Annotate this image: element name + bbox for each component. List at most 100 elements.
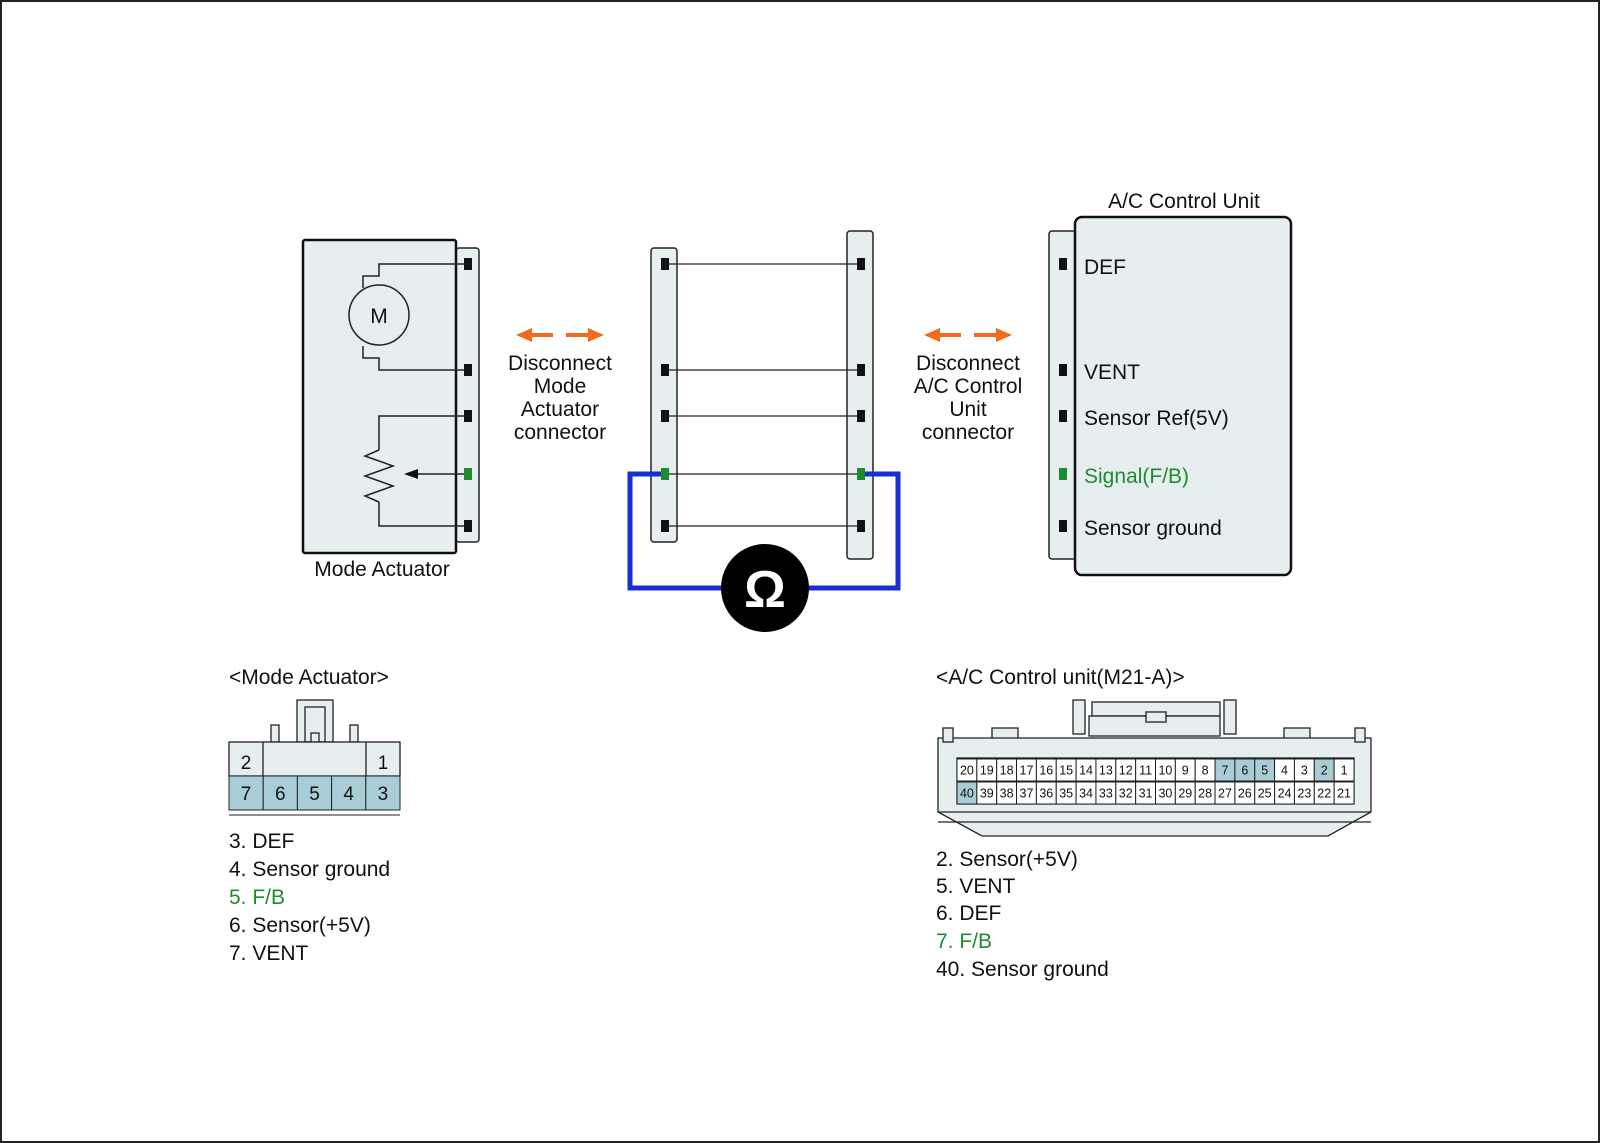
- mode-actuator-label: Mode Actuator: [314, 558, 449, 581]
- ac-unit-pin-signal: [1059, 468, 1067, 480]
- ac-pin-23: 23: [1293, 781, 1315, 805]
- mode-legend-item: 7. VENT: [229, 942, 309, 965]
- harness-pin: [661, 410, 669, 422]
- ac-pin-25: 25: [1254, 781, 1276, 805]
- ac-pin-28-label: 28: [1198, 787, 1212, 801]
- ac-pin-3-label: 3: [1301, 764, 1308, 778]
- meter-lead-left: [627, 471, 740, 591]
- mode-pin-4: 4: [331, 775, 367, 811]
- motor-label: M: [370, 305, 388, 328]
- ac-unit-pin: [1059, 258, 1067, 270]
- meter-lead-right: [790, 471, 901, 591]
- ac-pin-23-label: 23: [1297, 787, 1311, 801]
- mode-connector-title: <Mode Actuator>: [229, 666, 389, 689]
- ac-pin-10-label: 10: [1158, 764, 1172, 778]
- ac-legend-item: 5. VENT: [936, 875, 1016, 898]
- harness-pin-signal: [857, 468, 865, 480]
- mode-connector-top-row: [228, 741, 401, 777]
- mode-actuator: M Mode Actuator: [301, 238, 480, 581]
- ac-pin-34: 34: [1075, 781, 1097, 805]
- ohmmeter-icon: Ω: [721, 544, 809, 632]
- ac-pin-36: 36: [1035, 781, 1057, 805]
- ac-pin-17: 17: [1016, 758, 1037, 782]
- ac-pin-8: 8: [1194, 758, 1216, 782]
- ac-pin-26-label: 26: [1238, 787, 1252, 801]
- ac-pin-31: 31: [1135, 781, 1157, 805]
- ac-pin-36-label: 36: [1039, 787, 1053, 801]
- mode-pin-5-label: 5: [309, 784, 320, 805]
- ac-pin-16-label: 16: [1039, 764, 1053, 778]
- ac-unit-body: [1073, 215, 1293, 577]
- ac-pin-31-label: 31: [1139, 787, 1153, 801]
- mode-pin-5: 5: [296, 775, 333, 811]
- ac-control-unit: A/C Control Unit DEF VENT Sensor Ref(5V)…: [1048, 190, 1293, 577]
- ac-pin-label-signal: Signal(F/B): [1084, 465, 1189, 488]
- ac-pin-13: 13: [1095, 758, 1117, 782]
- mode-legend-item: 6. Sensor(+5V): [229, 914, 371, 937]
- mode-pin-4-label: 4: [343, 784, 354, 805]
- ac-pin-5-label: 5: [1261, 764, 1268, 778]
- motor-icon: M: [348, 263, 468, 371]
- ac-pin-29-label: 29: [1178, 787, 1192, 801]
- ac-pin-30: 30: [1155, 781, 1176, 805]
- ac-pin-14-label: 14: [1079, 764, 1093, 778]
- ac-pin-9: 9: [1174, 758, 1196, 782]
- disconnect-left-line-4: connector: [514, 421, 606, 444]
- ac-pin-25-label: 25: [1258, 787, 1272, 801]
- ac-pin-35: 35: [1055, 781, 1077, 805]
- disconnect-right-line-2: A/C Control: [914, 375, 1023, 398]
- disconnect-arrows-left: [516, 328, 604, 342]
- mode-legend-item-highlight: 5. F/B: [229, 886, 285, 909]
- disconnect-right-line-3: Unit: [949, 398, 987, 421]
- disconnect-arrows-right: [924, 328, 1012, 342]
- ac-legend-item: 2. Sensor(+5V): [936, 848, 1078, 871]
- ac-pin-37: 37: [1016, 781, 1037, 805]
- ac-pin-38-label: 38: [1000, 787, 1014, 801]
- ac-pin-39: 39: [976, 781, 998, 805]
- ac-unit-pin: [1059, 364, 1067, 376]
- ac-pin-19-label: 19: [980, 764, 994, 778]
- disconnect-left-line-2: Mode: [534, 375, 587, 398]
- ac-pin-21-label: 21: [1337, 787, 1351, 801]
- ac-pin-11: 11: [1135, 758, 1157, 782]
- ac-pin-1: 1: [1333, 758, 1355, 782]
- ac-pin-7: 7: [1214, 758, 1236, 782]
- ac-pin-3: 3: [1293, 758, 1315, 782]
- ac-pin-27-label: 27: [1218, 787, 1232, 801]
- ac-pin-6: 6: [1234, 758, 1256, 782]
- ac-pin-20-label: 20: [960, 764, 974, 778]
- harness-pin: [857, 410, 865, 422]
- ac-pin-37-label: 37: [1020, 787, 1034, 801]
- harness-left-connector: [650, 247, 678, 543]
- ac-pin-label-sensor-ref: Sensor Ref(5V): [1084, 407, 1229, 430]
- disconnect-left-line-3: Actuator: [521, 398, 599, 421]
- ac-pin-2-label: 2: [1321, 764, 1328, 778]
- mode-pin-3-label: 3: [378, 784, 389, 805]
- ohm-symbol: Ω: [744, 561, 786, 619]
- mode-pin-6: 6: [262, 775, 298, 811]
- harness-pin: [857, 364, 865, 376]
- harness-pin: [661, 520, 669, 532]
- mode-pin-3: 3: [365, 775, 401, 811]
- mode-actuator-connector-strip: [455, 247, 480, 543]
- harness-pin: [857, 258, 865, 270]
- ac-pin-2: 2: [1313, 758, 1335, 782]
- ac-unit-pin: [1059, 410, 1067, 422]
- ac-pin-4: 4: [1274, 758, 1295, 782]
- ac-pin-9-label: 9: [1182, 764, 1189, 778]
- ac-legend-item: 6. DEF: [936, 902, 1001, 925]
- mode-actuator-pin: [464, 410, 472, 422]
- disconnect-right-line-1: Disconnect: [916, 352, 1020, 375]
- mode-legend-item: 4. Sensor ground: [229, 858, 390, 881]
- harness-right-connector: [846, 230, 874, 560]
- ac-pin-32: 32: [1115, 781, 1137, 805]
- ac-pin-1-label: 1: [1341, 764, 1348, 778]
- ac-pin-7-label: 7: [1221, 764, 1228, 778]
- ac-pin-32-label: 32: [1119, 787, 1133, 801]
- ac-pin-16: 16: [1035, 758, 1057, 782]
